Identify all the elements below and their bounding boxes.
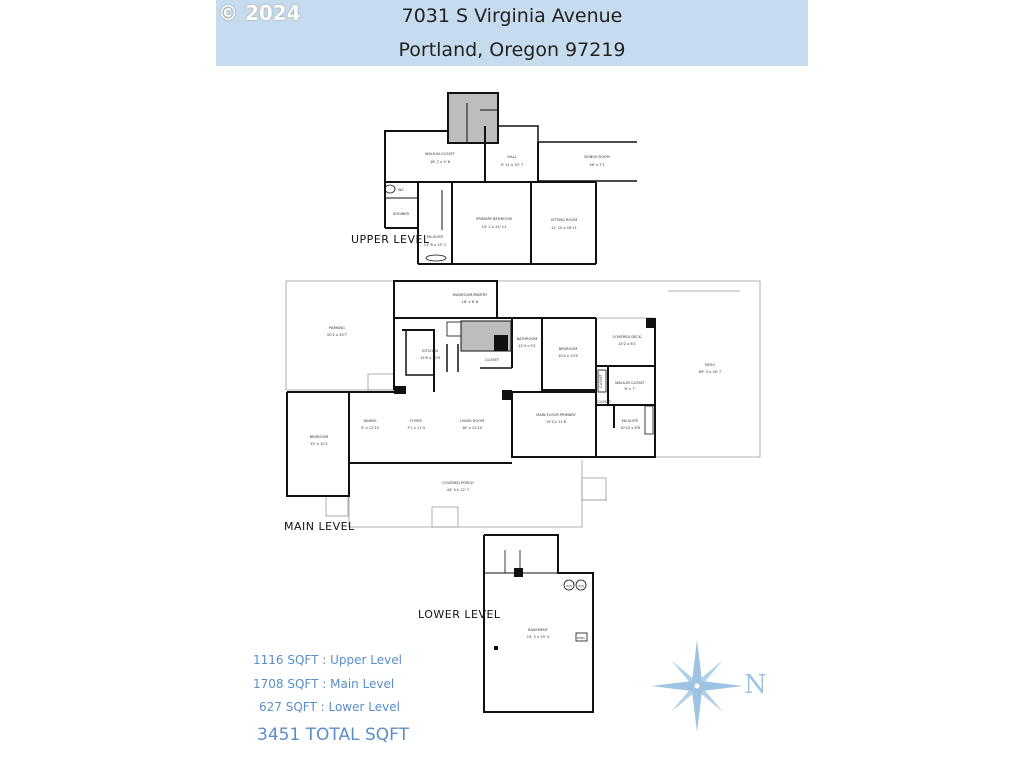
main-room-foyer: FOYER (410, 419, 422, 423)
header-banner: 7031 S Virginia Avenue Portland, Oregon … (216, 0, 808, 66)
svg-text:44' 9 x 12' 7: 44' 9 x 12' 7 (447, 488, 469, 492)
address-line-2: Portland, Oregon 97219 (398, 39, 626, 61)
main-area-text: 1708 SQFT : Main Level (253, 677, 395, 691)
lower-water-heater-2: W/H (578, 584, 583, 588)
main-room-main-floor-primary: MAIN FLOOR PRIMARY (536, 413, 576, 417)
main-room-patio: PATIO (705, 363, 715, 367)
svg-text:36' x 7'1: 36' x 7'1 (589, 163, 605, 167)
compass-rose-icon (651, 640, 743, 732)
main-room-parking: PARKING (329, 326, 345, 330)
svg-text:18' 7 x 9' 6: 18' 7 x 9' 6 (430, 160, 451, 164)
main-room-closet-3: CLOSET (597, 400, 612, 404)
main-room-mudroom: MUDROOM/PANTRY (453, 293, 489, 297)
compass-north-label: N (744, 670, 767, 700)
svg-text:10'10 x 8'6: 10'10 x 8'6 (620, 426, 641, 430)
upper-room-walk-in-closet: WALK-IN CLOSET (425, 152, 456, 156)
main-room-covered-deck: COVERED DECK (613, 335, 642, 339)
main-room-walk-in-closet: WALK-IN CLOSET (615, 381, 646, 385)
svg-text:16' x 12'10: 16' x 12'10 (462, 426, 483, 430)
main-room-covered-porch: COVERED PORCH (442, 481, 474, 485)
main-room-en-suite: EN-SUITE (622, 419, 639, 423)
upper-room-en-suite: EN-SUITE (427, 235, 444, 239)
lower-panel: PANEL (577, 636, 586, 640)
svg-text:15'3 x 11'6: 15'3 x 11'6 (546, 420, 567, 424)
svg-text:15' 5 x 19' 4: 15' 5 x 19' 4 (527, 635, 550, 639)
main-room-bathroom: BATHROOM (517, 337, 538, 341)
svg-text:15' 2 x 14' 11: 15' 2 x 14' 11 (482, 225, 507, 229)
svg-text:11' 6 x 15' 1: 11' 6 x 15' 1 (424, 243, 446, 247)
lower-area-text: 627 SQFT : Lower Level (259, 700, 400, 714)
upper-room-primary-bedroom: PRIMARY BEDROOM (476, 217, 512, 221)
upper-level-plan: WALK-IN CLOSET 18' 7 x 9' 6 HALL 9' 11 x… (384, 92, 637, 265)
lower-level-label: LOWER LEVEL (418, 608, 501, 621)
lower-water-heater-1: W/H (566, 584, 571, 588)
svg-text:69' 3 x 16' 7: 69' 3 x 16' 7 (699, 370, 721, 374)
upper-room-hall: HALL (507, 155, 516, 159)
svg-text:20'2 x 20'7: 20'2 x 20'7 (327, 333, 347, 337)
svg-text:15' x 10'1: 15' x 10'1 (310, 442, 328, 446)
copyright-watermark: © 2024 (218, 1, 301, 25)
svg-text:15'8 x 13'9: 15'8 x 13'9 (420, 356, 441, 360)
lower-level-plan: BASEMENT 15' 5 x 19' 4 W/H W/H PANEL (483, 534, 594, 713)
svg-text:9' 11 x 10' 7: 9' 11 x 10' 7 (501, 163, 523, 167)
total-area-text: 3451 TOTAL SQFT (257, 725, 410, 745)
main-room-closet-2: CLOSET (599, 373, 603, 388)
svg-text:12'4 x 9'1: 12'4 x 9'1 (518, 344, 536, 348)
upper-room-bonus: BONUS ROOM (584, 155, 609, 159)
main-room-bedroom-1: BEDROOM (559, 347, 578, 351)
svg-text:7'1 x 11'4: 7'1 x 11'4 (407, 426, 426, 430)
upper-level-label: UPPER LEVEL (351, 233, 430, 246)
address-line-1: 7031 S Virginia Avenue (401, 5, 623, 27)
upper-room-wc: WC (398, 188, 405, 192)
svg-text:11' 10 x 16'11: 11' 10 x 16'11 (551, 226, 577, 230)
main-room-closet-1: CLOSET (485, 358, 500, 362)
upper-room-shower: SHOWER (393, 212, 410, 216)
main-room-dining: DINING (363, 419, 376, 423)
main-room-kitchen: KITCHEN (422, 349, 438, 353)
svg-text:15'2 x 6'1: 15'2 x 6'1 (618, 342, 636, 346)
svg-text:9' x 12'10: 9' x 12'10 (361, 426, 380, 430)
svg-text:10'4 x 13'5: 10'4 x 13'5 (558, 354, 578, 358)
upper-area-text: 1116 SQFT : Upper Level (253, 653, 402, 667)
upper-room-sitting: SITTING ROOM (551, 218, 578, 222)
svg-text:8' x 7': 8' x 7' (625, 387, 636, 391)
main-room-living: LIVING ROOM (460, 419, 484, 423)
lower-room-basement: BASEMENT (528, 628, 549, 632)
main-level-plan: MUDROOM/PANTRY 18' x 6' 8 PARKING 20'2 x… (285, 280, 761, 528)
svg-text:18' x 6' 8: 18' x 6' 8 (462, 300, 479, 304)
main-room-bedroom-2: BEDROOM (310, 435, 329, 439)
main-level-label: MAIN LEVEL (284, 520, 355, 533)
